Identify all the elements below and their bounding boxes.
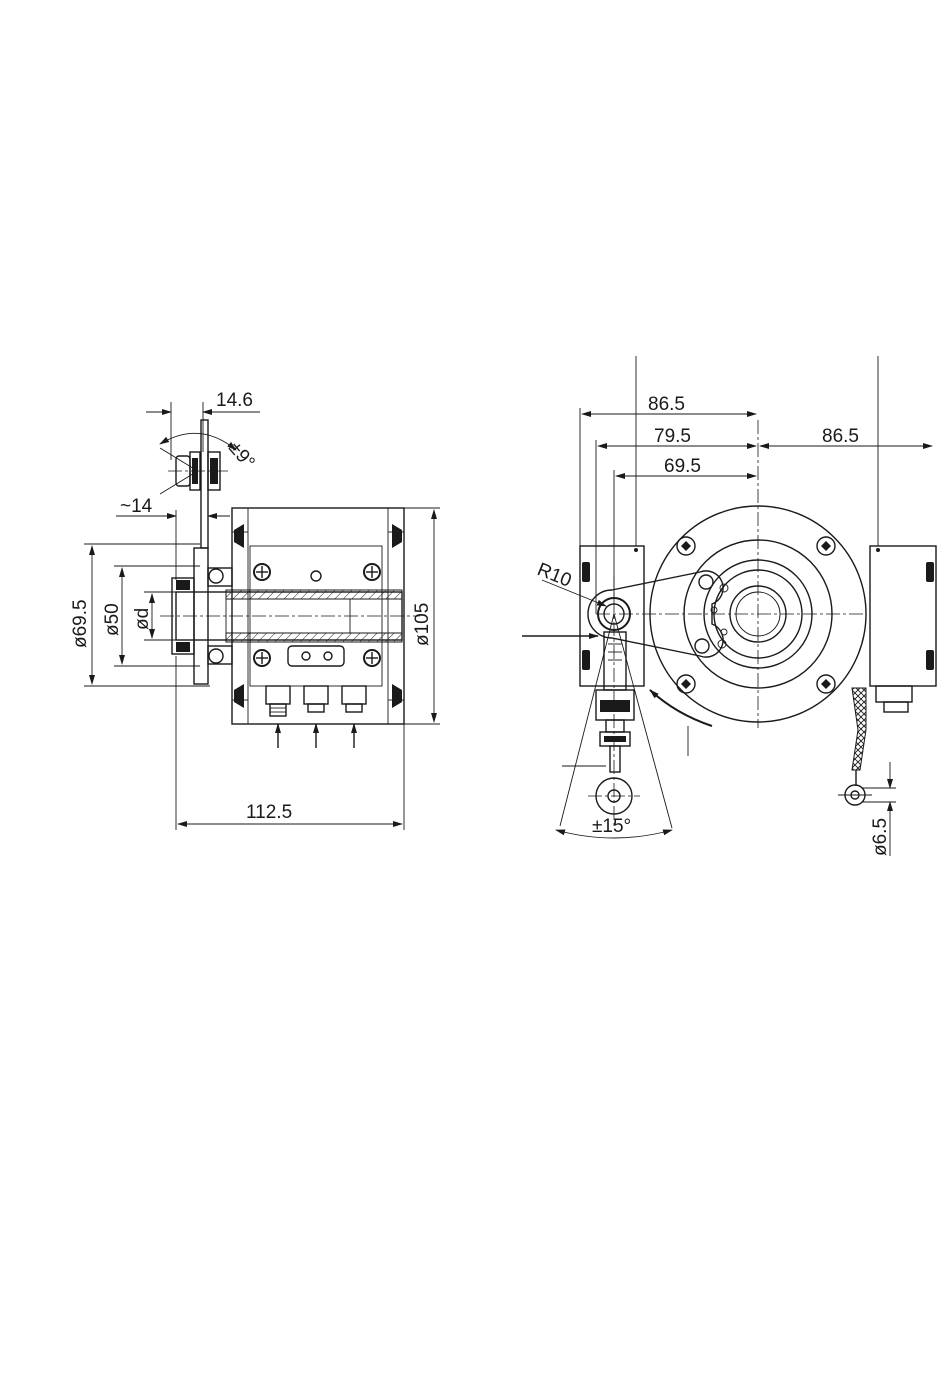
dimension-angle-9: ±9° xyxy=(160,433,259,473)
dimension-112-5: 112.5 xyxy=(176,656,404,830)
label-r10: R10 xyxy=(534,559,574,592)
screw-icon xyxy=(254,650,270,666)
screw-icon xyxy=(254,564,270,580)
screw-icon xyxy=(364,564,380,580)
dimension-69-5: 69.5 xyxy=(616,456,756,477)
screw-icon xyxy=(817,537,835,555)
label-14: ~14 xyxy=(120,496,153,517)
screw-icon xyxy=(817,675,835,693)
connector-icon xyxy=(342,686,366,712)
label-112-5: 112.5 xyxy=(246,802,292,823)
label-angle-15: ±15° xyxy=(592,816,631,837)
label-dia-105: ø105 xyxy=(412,603,433,646)
dimension-86-5-right: 86.5 xyxy=(760,426,932,447)
label-86-5-right: 86.5 xyxy=(822,426,859,447)
shaft-section-top xyxy=(226,590,402,599)
rotation-arrow-icon xyxy=(650,690,712,726)
label-angle-9: ±9° xyxy=(224,438,258,473)
label-dia-6-5: ø6.5 xyxy=(870,818,891,856)
screw-icon xyxy=(364,650,380,666)
ground-cable xyxy=(838,686,912,805)
screw-icon xyxy=(677,675,695,693)
connector-icon xyxy=(304,686,328,712)
dimension-r10: R10 xyxy=(534,559,606,606)
label-dia-d: ød xyxy=(132,608,153,630)
label-dia-69-5: ø69.5 xyxy=(70,599,91,648)
dimension-dia-6-5: ø6.5 xyxy=(862,762,896,856)
dimension-79-5: 79.5 xyxy=(598,426,756,447)
shaft-section-bottom xyxy=(226,633,402,642)
pin-side-detail xyxy=(160,448,230,494)
label-86-5-left: 86.5 xyxy=(648,394,685,415)
dimension-86-5-left: 86.5 xyxy=(582,394,756,415)
label-dia-50: ø50 xyxy=(102,603,123,636)
label-14-6: 14.6 xyxy=(216,390,253,411)
label-79-5: 79.5 xyxy=(654,426,691,447)
side-view: 14.6 ±9° ~14 ø69.5 ø50 xyxy=(70,390,440,830)
connector-icon xyxy=(266,686,290,716)
front-view: ±15° R10 ø6.5 xyxy=(522,356,936,856)
screw-icon xyxy=(677,537,695,555)
rod-end-assembly xyxy=(562,576,640,826)
label-69-5: 69.5 xyxy=(664,456,701,477)
